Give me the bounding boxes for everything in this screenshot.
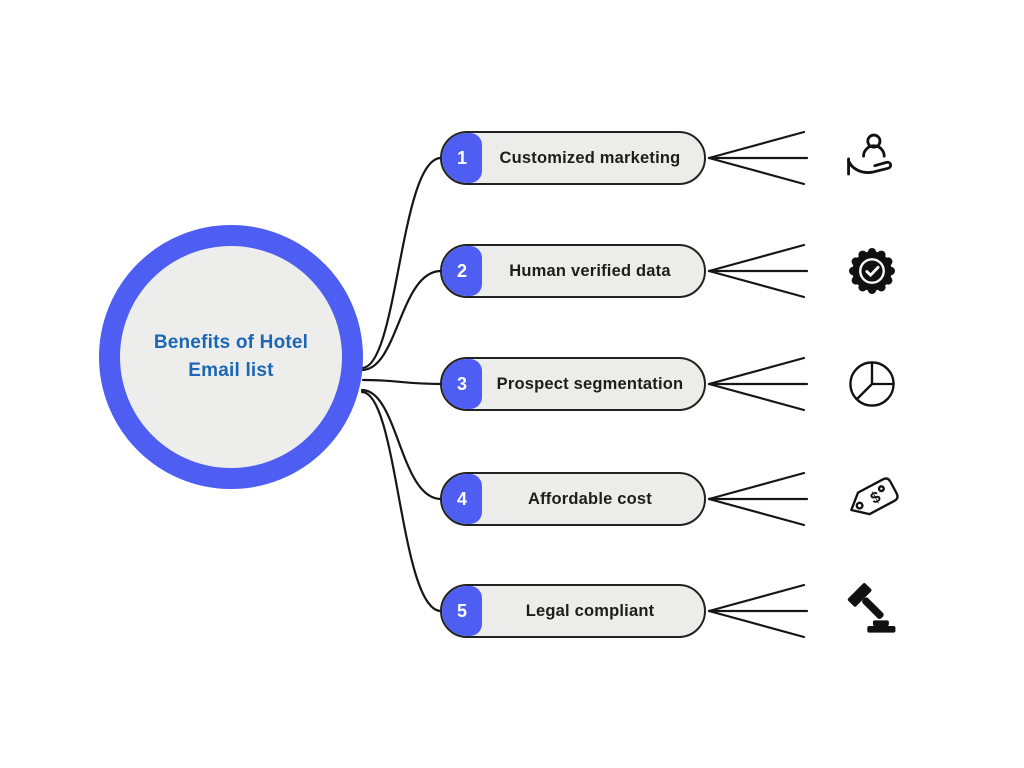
pill-number-badge: 2 (442, 246, 482, 296)
pill-number-badge: 5 (442, 586, 482, 636)
pill-number-badge: 1 (442, 133, 482, 183)
connector-path-4 (360, 388, 443, 501)
connector-path-5 (360, 390, 443, 613)
branch-row-5: 5 Legal compliant (440, 583, 920, 639)
branch-row-2: 2 Human verified data (440, 243, 920, 299)
pill-customized-marketing: 1 Customized marketing (440, 131, 706, 185)
fork-lines (707, 583, 809, 639)
pill-label: Human verified data (509, 261, 671, 280)
pill-number-badge: 3 (442, 359, 482, 409)
pill-label: Affordable cost (527, 489, 652, 508)
center-title-line1: Benefits of Hotel (153, 332, 309, 354)
connector-path-1 (360, 156, 443, 370)
branch-row-1: 1 Customized marketing (440, 130, 920, 186)
price-tag-icon: $ (850, 477, 899, 516)
pill-legal-compliant: 5 Legal compliant (440, 584, 706, 638)
connector-path-3 (361, 378, 443, 386)
pill-affordable-cost: 4 Affordable cost (440, 472, 706, 526)
pill-label: Legal compliant (525, 601, 655, 620)
gavel-icon (847, 583, 896, 633)
branch-row-3: 3 Prospect segmentation (440, 356, 920, 412)
pill-human-verified-data: 2 Human verified data (440, 244, 706, 298)
fork-lines (707, 356, 809, 412)
fork-lines (707, 243, 809, 299)
hand-holding-person-icon (847, 133, 893, 176)
branch-row-4: 4 Affordable cost $ (440, 471, 920, 527)
verified-badge-icon (849, 248, 895, 294)
center-title: Benefits of Hotel Email list (136, 329, 326, 384)
pill-label: Prospect segmentation (496, 374, 684, 393)
connector-path-2 (360, 269, 443, 372)
center-node: Benefits of Hotel Email list (99, 225, 363, 489)
center-title-line2: Email list (188, 360, 274, 381)
pill-label: Customized marketing (499, 148, 681, 167)
fork-lines (707, 130, 809, 186)
pill-prospect-segmentation: 3 Prospect segmentation (440, 357, 706, 411)
pill-number-badge: 4 (442, 474, 482, 524)
pie-chart-icon (849, 361, 895, 407)
fork-lines (707, 471, 809, 527)
